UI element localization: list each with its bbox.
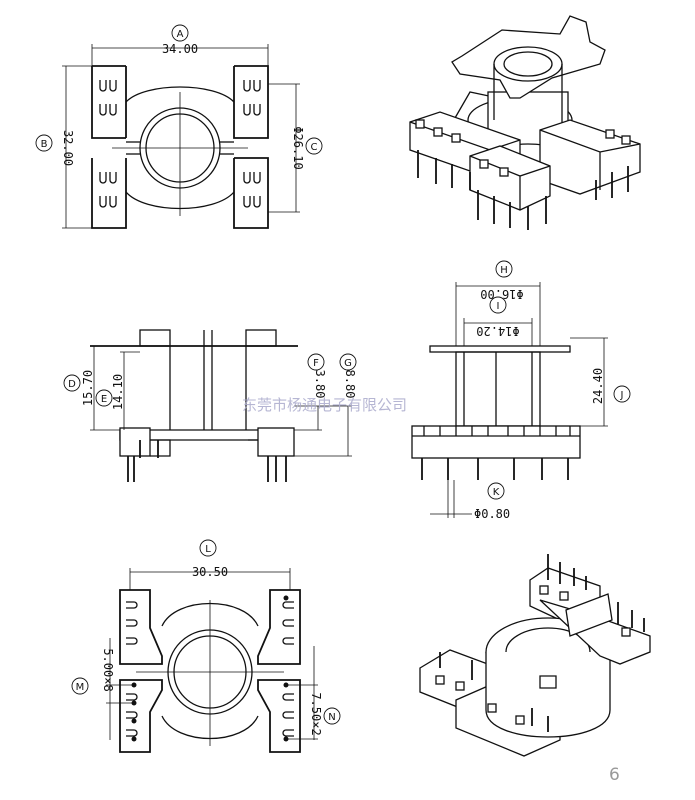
dim-m: 5.00×8	[101, 648, 115, 691]
bubble-f-label: F	[313, 358, 319, 369]
bubble-g-label: G	[344, 358, 352, 369]
bubble-l	[199, 539, 217, 557]
watermark: 东莞市杨通电子有限公司	[242, 396, 407, 414]
dim-d: 15.70	[81, 370, 95, 406]
bubble-d-label: D	[68, 379, 76, 390]
bubble-c-label: C	[311, 142, 318, 153]
dim-a: 34.00	[162, 42, 198, 56]
bubble-k	[487, 482, 505, 500]
dim-c: Φ26.10	[291, 126, 305, 169]
bubble-e-label: E	[101, 394, 107, 405]
bubble-b-label: B	[41, 139, 48, 150]
bubble-f	[307, 353, 325, 371]
bubble-j	[613, 385, 631, 403]
dim-n: 7.50×2	[309, 692, 323, 735]
bubble-n	[323, 707, 341, 725]
bubble-g	[339, 353, 357, 371]
dim-f: 3.80	[313, 370, 327, 399]
bubble-m	[71, 677, 89, 695]
bubble-l-label: L	[205, 544, 211, 555]
bubble-n-label: N	[328, 712, 335, 723]
bubble-m-label: M	[76, 682, 85, 693]
bubble-c	[305, 137, 323, 155]
bubble-i	[489, 296, 507, 314]
dim-b: 32.00	[61, 130, 75, 166]
bottom-view: L 30.50 M 5.00×8 N 7.50×	[71, 539, 341, 753]
top-view: A 34.00 B 32.00 C	[35, 24, 323, 229]
bubble-a-label: A	[177, 29, 184, 40]
front-view: H Φ16.00 I Φ14.20 J 24.40 K Φ0.80	[411, 260, 631, 521]
bubble-k-label: K	[493, 487, 500, 498]
dim-h: Φ16.00	[480, 287, 523, 301]
side-view: D 15.70 E 14.10 F 3.80 G 8.80	[63, 329, 357, 482]
bubble-a	[171, 24, 189, 42]
bubble-b	[35, 134, 53, 152]
dim-l: 30.50	[192, 565, 228, 579]
dim-g: 8.80	[343, 370, 357, 399]
dim-k: Φ0.80	[474, 507, 510, 521]
page-number: 6	[609, 765, 620, 785]
dim-j: 24.40	[591, 368, 605, 404]
bubble-j-label: J	[620, 390, 624, 401]
dim-i: Φ14.20	[476, 324, 519, 338]
dim-e: 14.10	[111, 374, 125, 410]
bubble-e	[95, 389, 113, 407]
bubble-h-label: H	[500, 265, 508, 276]
isometric-view-top	[409, 15, 641, 230]
bubble-d	[63, 374, 81, 392]
bubble-h	[495, 260, 513, 278]
isometric-view-bottom	[419, 554, 651, 757]
bubble-i-label: I	[497, 301, 500, 312]
